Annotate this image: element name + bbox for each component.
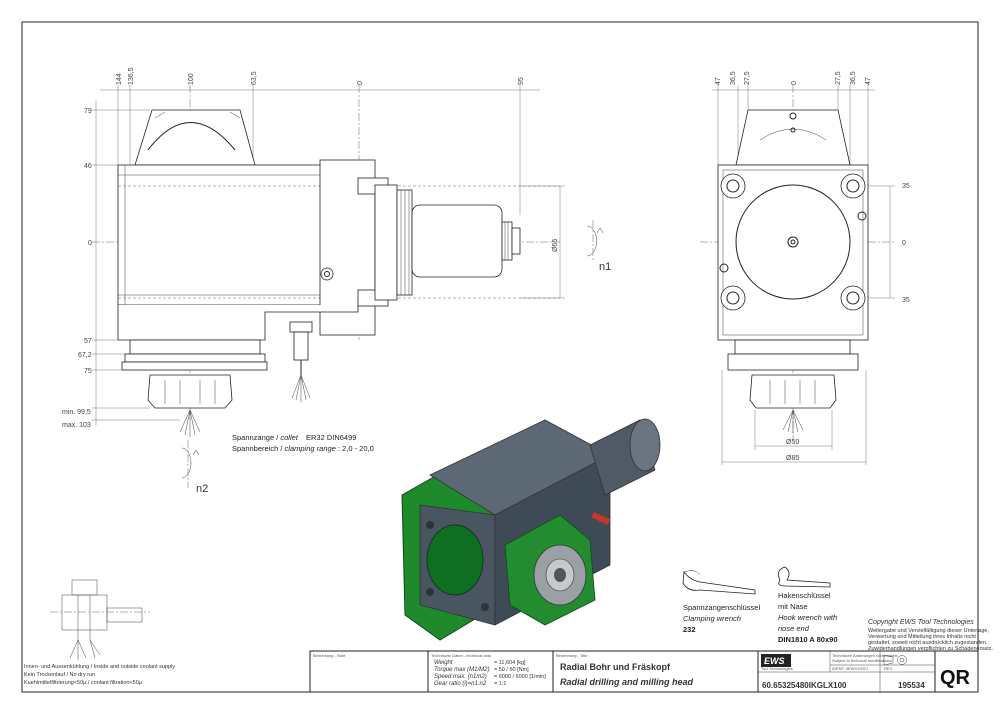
fdim-35-top: 35 [902, 183, 910, 190]
changes-line2: Subject to technical modifications! [832, 658, 892, 663]
fdim-47-r: 47 [865, 77, 872, 85]
copyright-line1: Copyright EWS Tool Technologies [868, 619, 974, 626]
fdim-dia50: Ø50 [786, 439, 799, 446]
tech-label-speed: Speed max. (n1/n2) [434, 674, 487, 680]
tech-value-speed: = 6000 / 6000 [1/min] [494, 674, 546, 680]
ews-logo [761, 654, 791, 667]
wrench2-de1: Hakenschlüssel [778, 591, 831, 600]
side-view [92, 85, 604, 488]
tech-header: Technische Daten - technical data [431, 653, 492, 658]
fdim-47-l: 47 [715, 77, 722, 85]
coolant-schematic [50, 579, 150, 660]
ews-logo-sub: Tool Technologies [761, 666, 793, 671]
dim-67-2: 67,2 [78, 352, 92, 359]
dim-0-left: 0 [88, 240, 92, 247]
isometric-render [401, 418, 661, 641]
tech-label-gear: Gear ratio (i)=n1:n2 [434, 681, 487, 687]
rev-label: REV. [884, 666, 893, 671]
fdim-36-5-r: 36,5 [850, 71, 857, 85]
collet-info: Spannzange / collet ER32 DIN6499 Spannbe… [232, 433, 374, 453]
dim-79: 79 [84, 108, 92, 115]
title-block: Bemerkung - Note Technische Daten - tech… [309, 650, 979, 693]
copyright-line4: gestattet, soweit nicht ausdrücklich zug… [868, 640, 988, 646]
wrench1-num: 232 [683, 625, 696, 634]
tech-label-weight: Weight [434, 660, 453, 666]
coolant-note-2: Kein Trockenlauf / No dry run [24, 672, 95, 678]
name-header: Benennung - Title [556, 653, 588, 658]
tech-value-torque: = 50 / 50 [Nm] [494, 667, 529, 673]
wrench2-de2: mit Nase [778, 602, 808, 611]
label-n2: n2 [196, 483, 208, 495]
copyright-line2: Weitergabe und Vervielfältigung dieser U… [868, 628, 989, 634]
wrench2-num: DIN1810 A 80x90 [778, 635, 837, 644]
dim-144: 144 [116, 73, 123, 85]
wrench2-en1: Hook wrench with [778, 613, 837, 622]
tools-text: Spannzangenschlüssel Clamping wrench 232… [683, 591, 837, 644]
coolant-note-3: Kuehlmittelfiltrierung<50µ / coolant fil… [24, 680, 143, 686]
copyright-line3: Verwertung und Mitteilung ihres Inhalts … [868, 634, 976, 640]
dim-57: 57 [84, 338, 92, 345]
fdim-27-5-r: 27,5 [835, 71, 842, 85]
dim-95: 95 [518, 77, 525, 85]
tech-label-torque: Torque max (M1/M2) [434, 667, 489, 673]
title-en: Radial drilling and milling head [560, 677, 694, 687]
tech-value-gear: = 1:1 [494, 681, 506, 687]
dim-100: 100 [188, 73, 195, 85]
front-view-dimensions: 47 36,5 27,5 0 27,5 36,5 47 35 0 35 Ø50 … [715, 71, 910, 462]
clamp-en: clamping range [285, 444, 336, 453]
tech-value-weight: = 11,604 [kg] [494, 660, 526, 666]
fdim-dia85: Ø85 [786, 455, 799, 462]
dim-136-5: 136,5 [128, 67, 135, 85]
dim-0-top: 0 [357, 81, 364, 85]
fdim-36-5-l: 36,5 [730, 71, 737, 85]
fdim-0-right: 0 [902, 240, 906, 247]
dim-dia65: Ø65 [552, 239, 559, 252]
clamp-de: Spannbereich / [232, 444, 283, 453]
coolant-notes: Innen- und Aussenkühlung / Inside and ou… [24, 664, 175, 686]
svg-text:Spannzange / collet: Spannzange / collet ER32 DIN6499 [232, 433, 356, 442]
side-view-dimensions: 144 136,5 100 63,5 0 95 79 46 0 57 67,2 … [62, 67, 611, 495]
changes-line1: Technische Änderungen vorbehalten! [832, 653, 898, 658]
collet-en: collet [280, 433, 298, 442]
clamp-val: : 2,0 - 20,0 [338, 444, 374, 453]
qr-label: QR [940, 667, 971, 689]
fdim-27-5-l: 27,5 [744, 71, 751, 85]
label-n1: n1 [599, 261, 611, 273]
drawing-number: 195534 [898, 681, 925, 690]
collet-spec: ER32 DIN6499 [306, 433, 356, 442]
front-view [700, 85, 895, 465]
clamping-wrench-drawing [682, 570, 756, 595]
ident-value: IDENT: 3EWS19021 [832, 666, 869, 671]
copyright-block: Copyright EWS Tool Technologies Weiterga… [868, 619, 994, 652]
ews-logo-text: EWS [764, 656, 785, 666]
article-number: 60.65325480IKGLX100 [762, 681, 847, 690]
svg-text:Spannbereich / clamping: Spannbereich / clamping range : 2,0 - 20… [232, 444, 374, 453]
fdim-35-bottom: 35 [902, 297, 910, 304]
dim-75: 75 [84, 368, 92, 375]
dim-63-5: 63,5 [251, 71, 258, 85]
dim-min: min. 99,5 [62, 409, 91, 416]
coolant-note-1: Innen- und Aussenkühlung / Inside and ou… [24, 664, 175, 670]
collet-de: Spannzange / [232, 433, 279, 442]
wrench2-en2: nose end [778, 624, 810, 633]
copyright-line5: Zuwiderhandlungen verpflichten zu Schade… [868, 646, 994, 652]
dim-46: 46 [84, 163, 92, 170]
wrench1-en: Clamping wrench [683, 614, 741, 623]
title-de: Radial Bohr und Fräskopf [560, 662, 671, 672]
fdim-0: 0 [791, 81, 798, 85]
wrench1-de: Spannzangenschlüssel [683, 603, 760, 612]
corner-screws [719, 173, 867, 311]
projection-symbol-icon [883, 654, 907, 666]
remark-header: Bemerkung - Note [313, 653, 346, 658]
hook-wrench-drawing [777, 566, 831, 588]
dim-max: max. 103 [62, 422, 91, 429]
